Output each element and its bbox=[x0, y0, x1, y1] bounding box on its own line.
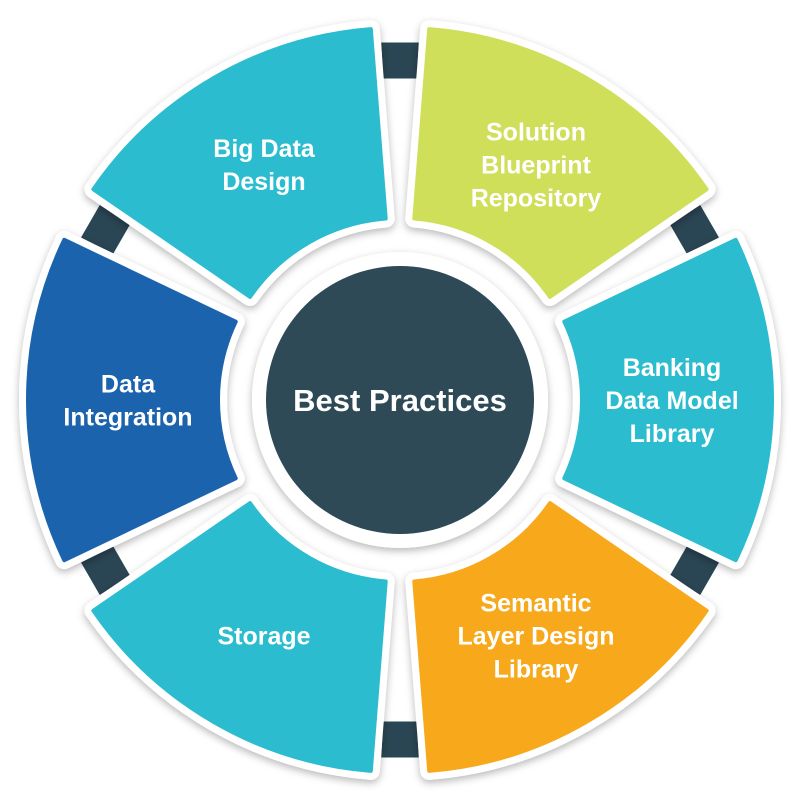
segment-fill bbox=[412, 27, 709, 299]
segment-label-line: Semantic bbox=[480, 590, 591, 618]
segment-fill bbox=[91, 501, 388, 773]
segment-label: Storage bbox=[217, 623, 310, 651]
connector-6 bbox=[81, 205, 130, 254]
connector-3 bbox=[670, 546, 719, 595]
segment-label-line: Big Data bbox=[213, 135, 316, 163]
segment-storage: Storage bbox=[84, 494, 395, 780]
connector-5 bbox=[81, 546, 130, 595]
segment-label-line: Data bbox=[101, 371, 156, 399]
center-layer: Best Practices bbox=[252, 252, 548, 548]
center-label: Best Practices bbox=[293, 383, 507, 418]
segment-label-line: Solution bbox=[486, 118, 586, 146]
segment-fill bbox=[26, 237, 238, 563]
connector-4 bbox=[381, 721, 419, 758]
center-circle bbox=[266, 266, 534, 534]
segment-label-line: Integration bbox=[63, 404, 192, 432]
segment-fill bbox=[412, 501, 709, 773]
segment-label-line: Layer Design bbox=[457, 623, 614, 651]
segment-label-line: Repository bbox=[471, 184, 602, 212]
segment-label-line: Library bbox=[630, 420, 715, 448]
connector-1 bbox=[381, 42, 419, 79]
segment-label-line: Design bbox=[222, 168, 305, 196]
connector-2 bbox=[670, 205, 719, 254]
connector-layer bbox=[81, 42, 719, 758]
segment-label-line: Library bbox=[494, 656, 579, 684]
segment-label-line: Blueprint bbox=[481, 151, 591, 179]
segment-fill bbox=[562, 237, 774, 563]
segment-label-line: Banking bbox=[623, 354, 722, 382]
segment-label-line: Data Model bbox=[605, 387, 738, 415]
segment-fill bbox=[91, 27, 388, 299]
segment-label-line: Storage bbox=[217, 623, 310, 651]
